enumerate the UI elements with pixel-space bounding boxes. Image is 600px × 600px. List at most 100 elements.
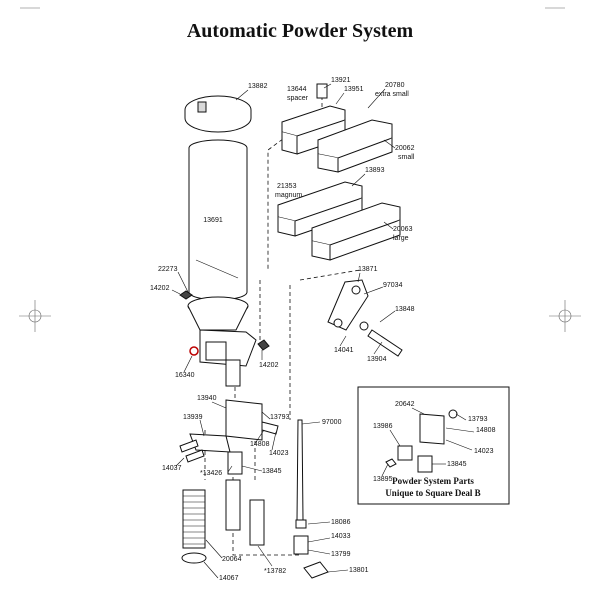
lower-rod-parts — [293, 519, 329, 579]
part-label-13882: 13882 — [248, 83, 268, 90]
part-label-13893: 13893 — [365, 167, 385, 174]
inset-part-label-13793: 13793 — [468, 416, 488, 423]
inset-leader-line-13895 — [381, 463, 389, 477]
part-label-13904: 13904 — [367, 356, 387, 363]
part-label-spacer: spacer — [287, 95, 309, 102]
part-label-97034: 97034 — [383, 282, 403, 289]
leader-line-13848 — [379, 310, 396, 323]
leader-line-13921 — [323, 83, 332, 89]
part-label-14023: 14023 — [269, 450, 289, 457]
leader-line-13845 — [241, 465, 263, 472]
inset-part-label-20642: 20642 — [395, 401, 415, 408]
leader-line-13882 — [235, 89, 249, 101]
leader-line-20063 — [383, 221, 394, 230]
part-label-14202b: 14202 — [259, 362, 279, 369]
leader-line-14202a — [171, 289, 181, 295]
leader-line-18086 — [307, 521, 331, 525]
leader-line-13793 — [261, 411, 271, 420]
part-label-13782: *13782 — [264, 568, 286, 575]
part-label-20780: 20780 — [385, 82, 405, 89]
part-label-18086: 18086 — [331, 519, 351, 526]
inset-part-labels: 20642 13793 13986 14808 14023 13845 13895 — [373, 401, 496, 483]
leader-line-14033 — [307, 537, 331, 543]
leader-line-20780 — [367, 88, 386, 109]
inset-caption-line2: Unique to Square Deal B — [385, 488, 480, 498]
part-label-13801: 13801 — [349, 567, 369, 574]
leader-line-14041 — [339, 335, 347, 347]
inset-part-label-13986: 13986 — [373, 423, 393, 430]
washer-14067 — [181, 552, 207, 564]
powder-die-body — [179, 399, 279, 546]
part-label-20062: 20062 — [395, 145, 415, 152]
leader-line-14808 — [255, 429, 265, 443]
part-labels: 13882 13691 22273 14202 16340 14202 13644 space… — [150, 77, 415, 582]
inset-part-label-14808: 14808 — [476, 427, 496, 434]
part-label-13848: 13848 — [395, 306, 415, 313]
leader-line-13799 — [307, 549, 331, 555]
leader-line-14037 — [175, 457, 185, 467]
part-label-16340: 16340 — [175, 372, 195, 379]
part-label-13951: 13951 — [344, 86, 364, 93]
spring-20064 — [182, 489, 206, 549]
part-label-magnum: magnum — [275, 192, 302, 199]
leader-line-13801 — [327, 569, 349, 573]
part-label-14033: 14033 — [331, 533, 351, 540]
leader-line-16340 — [183, 355, 193, 373]
part-label-14808: 14808 — [250, 441, 270, 448]
part-label-large: large — [393, 235, 409, 242]
part-label-14067: 14067 — [219, 575, 239, 582]
leader-line-20064 — [205, 539, 223, 559]
inset-leader-line-13793 — [455, 413, 467, 421]
part-label-13921: 13921 — [331, 77, 351, 84]
screw-14202-a — [179, 290, 193, 300]
leader-line-97000 — [301, 421, 321, 425]
part-label-13644: 13644 — [287, 86, 307, 93]
part-label-extra-small: extra small — [375, 91, 409, 98]
inset-leader-line-14808 — [445, 427, 475, 433]
powder-cap — [184, 95, 252, 133]
leader-line-13871 — [357, 272, 361, 283]
part-label-13793: 13793 — [270, 414, 290, 421]
leader-line-13893 — [351, 173, 366, 187]
leader-line-13939 — [199, 419, 205, 437]
part-label-13799: 13799 — [331, 551, 351, 558]
inset-part-label-14023: 14023 — [474, 448, 494, 455]
part-label-22273: 22273 — [158, 266, 178, 273]
inset-part-label-13845: 13845 — [447, 461, 467, 468]
part-label-20063: 20063 — [393, 226, 413, 233]
leader-line-14067 — [203, 561, 219, 579]
inset-leader-line-13986 — [389, 429, 401, 447]
leader-line-97034 — [363, 286, 384, 295]
powder-bars — [277, 83, 401, 261]
part-label-20064: 20064 — [222, 556, 242, 563]
part-label-13871: 13871 — [358, 266, 378, 273]
screw-14202-b — [257, 339, 270, 351]
inset-leader-line-14023 — [445, 439, 473, 451]
part-label-small: small — [398, 154, 415, 161]
leader-line-20062 — [383, 139, 396, 149]
powder-measure-body — [187, 296, 257, 387]
part-label-14037: 14037 — [162, 465, 182, 472]
part-label-13940: 13940 — [197, 395, 217, 402]
inset-caption-line1: Powder System Parts — [392, 476, 474, 486]
part-label-14202a: 14202 — [150, 285, 170, 292]
part-label-21353: 21353 — [277, 183, 297, 190]
o-ring-16340 — [189, 346, 199, 356]
registration-marks — [19, 7, 581, 332]
part-label-13426: *13426 — [200, 470, 222, 477]
inset-leader-line-20642 — [411, 407, 425, 415]
leader-line-13904 — [373, 341, 383, 355]
leader-line-22273 — [177, 271, 189, 293]
actuator-rod — [296, 419, 304, 521]
linkage-arm — [327, 279, 403, 357]
part-label-13691: 13691 — [203, 217, 223, 224]
leader-line-13782 — [257, 545, 273, 567]
part-label-97000: 97000 — [322, 419, 342, 426]
inset-part-label-13895: 13895 — [373, 476, 393, 483]
part-label-14041: 14041 — [334, 347, 354, 354]
inset-panel: Powder System Parts Unique to Square Dea… — [357, 386, 510, 505]
part-label-13845: 13845 — [262, 468, 282, 475]
leader-line-13940 — [211, 401, 227, 409]
leader-line-13951 — [335, 92, 345, 105]
